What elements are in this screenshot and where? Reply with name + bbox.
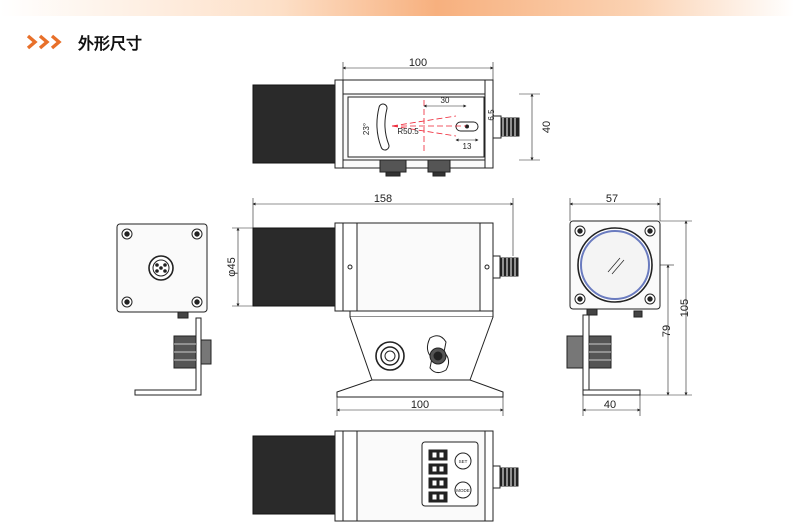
front-base-label: 100 (411, 399, 429, 411)
front-view (232, 198, 519, 416)
top-view-lens-tube (252, 84, 336, 164)
right-end-view (566, 198, 692, 416)
bottom-view-lens-tube (252, 435, 336, 515)
top-offset-label: 30 (441, 96, 450, 105)
set-button-icon (454, 452, 472, 470)
top-slot-height-label: 6.5 (487, 109, 496, 121)
side-bracket-label: 40 (604, 399, 616, 411)
top-height-label: 40 (541, 121, 553, 133)
bottom-view (252, 430, 519, 522)
front-view-lens-tube (252, 227, 336, 307)
triple-chevron-icon (26, 34, 62, 50)
side-mount-height-label: 79 (661, 325, 673, 337)
top-radius-label: R50.5 (397, 127, 419, 136)
front-diameter-label: φ45 (226, 257, 238, 276)
side-width-label: 57 (606, 193, 618, 205)
top-width-label: 100 (409, 57, 427, 69)
side-height-label: 105 (679, 299, 691, 317)
top-angle-label: 23° (362, 123, 371, 135)
set-button-label: SET (459, 459, 468, 464)
section-title-text: 外形尺寸 (78, 34, 143, 53)
mode-button-icon (454, 481, 472, 499)
top-slot-width-label: 13 (463, 142, 472, 151)
mode-button-label: MODE (456, 488, 470, 493)
front-length-label: 158 (374, 193, 392, 205)
header-gradient-bar (0, 0, 794, 16)
section-title: 外形尺寸 (26, 31, 142, 53)
top-view (252, 62, 540, 177)
left-end-view (116, 223, 212, 396)
